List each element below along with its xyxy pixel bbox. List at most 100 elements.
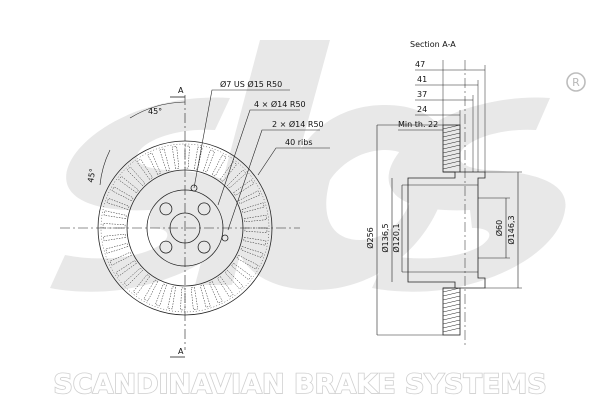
hatch-line bbox=[442, 144, 461, 150]
rib bbox=[211, 154, 227, 177]
hatch-line bbox=[442, 319, 461, 325]
rib bbox=[167, 286, 176, 310]
hatch-line bbox=[442, 307, 461, 313]
footer-brand-text: SCANDINAVIAN BRAKE SYSTEMS bbox=[53, 369, 546, 400]
hatch-line bbox=[442, 327, 461, 333]
dia-120-1: Ø120,1 bbox=[391, 223, 401, 252]
hub-circle bbox=[146, 189, 224, 267]
rib bbox=[132, 274, 151, 295]
rib bbox=[219, 161, 238, 182]
hatch-line bbox=[442, 156, 461, 162]
callout-1: Ø7 US Ø15 R50 bbox=[220, 79, 282, 89]
hatch-line bbox=[442, 128, 461, 134]
sbs-watermark-logo bbox=[50, 40, 566, 292]
section-title: Section A-A bbox=[410, 40, 456, 49]
cooling-ribs bbox=[102, 145, 268, 311]
registered-letter: R bbox=[572, 76, 580, 89]
rib bbox=[240, 246, 264, 258]
rib bbox=[203, 149, 215, 173]
hatch-line bbox=[442, 299, 461, 305]
rib bbox=[171, 146, 180, 170]
width-37: 37 bbox=[417, 90, 427, 99]
rib bbox=[244, 227, 268, 233]
callout-3: 2 × Ø14 R50 bbox=[272, 119, 324, 129]
rib bbox=[217, 276, 234, 298]
hatch-line bbox=[442, 295, 461, 301]
rib bbox=[123, 267, 143, 287]
disc-inner-circle bbox=[126, 169, 244, 287]
rib bbox=[111, 186, 134, 202]
small-hole-top bbox=[190, 184, 198, 192]
registered-mark: R bbox=[566, 72, 586, 92]
hatch-line bbox=[442, 136, 461, 142]
rib bbox=[190, 286, 199, 310]
bolt-hole bbox=[197, 240, 211, 254]
rib bbox=[115, 260, 137, 277]
min-thickness: Min th. 22 bbox=[398, 120, 438, 129]
hatch-line bbox=[442, 160, 461, 166]
dia-136-5: Ø136,5 bbox=[380, 223, 390, 252]
rib bbox=[103, 233, 127, 242]
hatch-line bbox=[442, 303, 461, 309]
bolt-hole bbox=[159, 240, 173, 254]
angle-label-left: 45° bbox=[86, 168, 97, 184]
section-view-labels: Section A-A 47 41 37 24 Min th. 22 Ø256 … bbox=[365, 40, 516, 253]
rib bbox=[147, 152, 162, 175]
rib bbox=[103, 210, 127, 219]
hatch-line bbox=[442, 132, 461, 138]
rib bbox=[184, 145, 190, 169]
section-view bbox=[376, 60, 522, 345]
width-47: 47 bbox=[415, 60, 425, 69]
disc-outer-circle bbox=[97, 140, 273, 316]
rib bbox=[243, 237, 267, 246]
dia-60: Ø60 bbox=[494, 220, 504, 236]
section-marker-bottom: A bbox=[178, 347, 184, 356]
rib bbox=[102, 223, 126, 229]
bolt-hole bbox=[197, 202, 211, 216]
rib bbox=[109, 251, 132, 266]
hatch-line bbox=[442, 124, 461, 130]
rib bbox=[136, 158, 153, 180]
rib bbox=[126, 166, 146, 186]
hatch-line bbox=[442, 148, 461, 154]
rib bbox=[224, 270, 244, 290]
hatch-line bbox=[442, 315, 461, 321]
rib bbox=[118, 175, 139, 194]
rib bbox=[143, 279, 159, 302]
dia-256: Ø256 bbox=[365, 227, 375, 249]
hatch-line bbox=[442, 287, 461, 293]
rib bbox=[236, 254, 259, 270]
callout-2: 4 × Ø14 R50 bbox=[254, 99, 306, 109]
rib bbox=[227, 169, 247, 189]
hatch-line bbox=[442, 164, 461, 170]
rib bbox=[231, 262, 252, 281]
hatch-line bbox=[442, 323, 461, 329]
hatch-line bbox=[442, 140, 461, 146]
hatch-line bbox=[442, 291, 461, 297]
hatch-line bbox=[442, 152, 461, 158]
width-24: 24 bbox=[417, 105, 427, 114]
footer-brand: SCANDINAVIAN BRAKE SYSTEMS bbox=[53, 368, 548, 400]
front-view bbox=[60, 89, 330, 358]
center-bore bbox=[169, 212, 201, 244]
dia-146-3: Ø146,3 bbox=[506, 215, 516, 244]
rib bbox=[105, 243, 129, 254]
small-hole-right bbox=[221, 234, 229, 242]
rib bbox=[106, 198, 130, 210]
rib bbox=[241, 202, 265, 213]
bolt-hole bbox=[159, 202, 173, 216]
rib bbox=[238, 190, 261, 205]
hatch-line bbox=[442, 311, 461, 317]
rib bbox=[155, 283, 167, 307]
bolt-holes bbox=[159, 202, 211, 254]
angle-label-top: 45° bbox=[148, 107, 162, 116]
rib bbox=[180, 287, 186, 311]
rib bbox=[159, 148, 170, 172]
rib bbox=[233, 179, 255, 196]
width-41: 41 bbox=[417, 75, 427, 84]
rib bbox=[208, 281, 223, 304]
section-marker-top: A bbox=[178, 86, 184, 95]
rib bbox=[200, 284, 211, 308]
rib bbox=[194, 146, 203, 170]
